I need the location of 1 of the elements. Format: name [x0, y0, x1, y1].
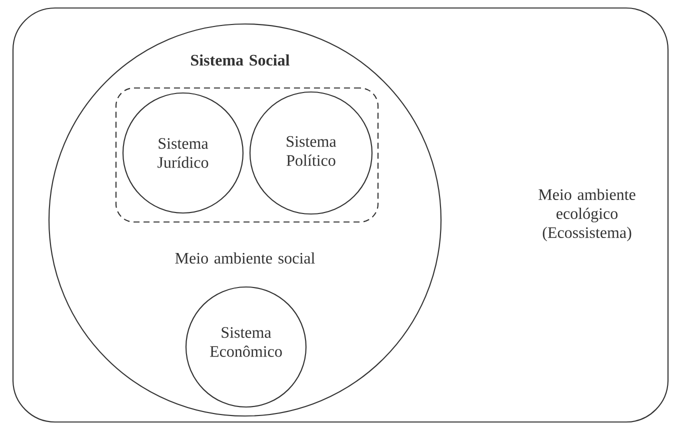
dashed-group-box [115, 87, 379, 223]
